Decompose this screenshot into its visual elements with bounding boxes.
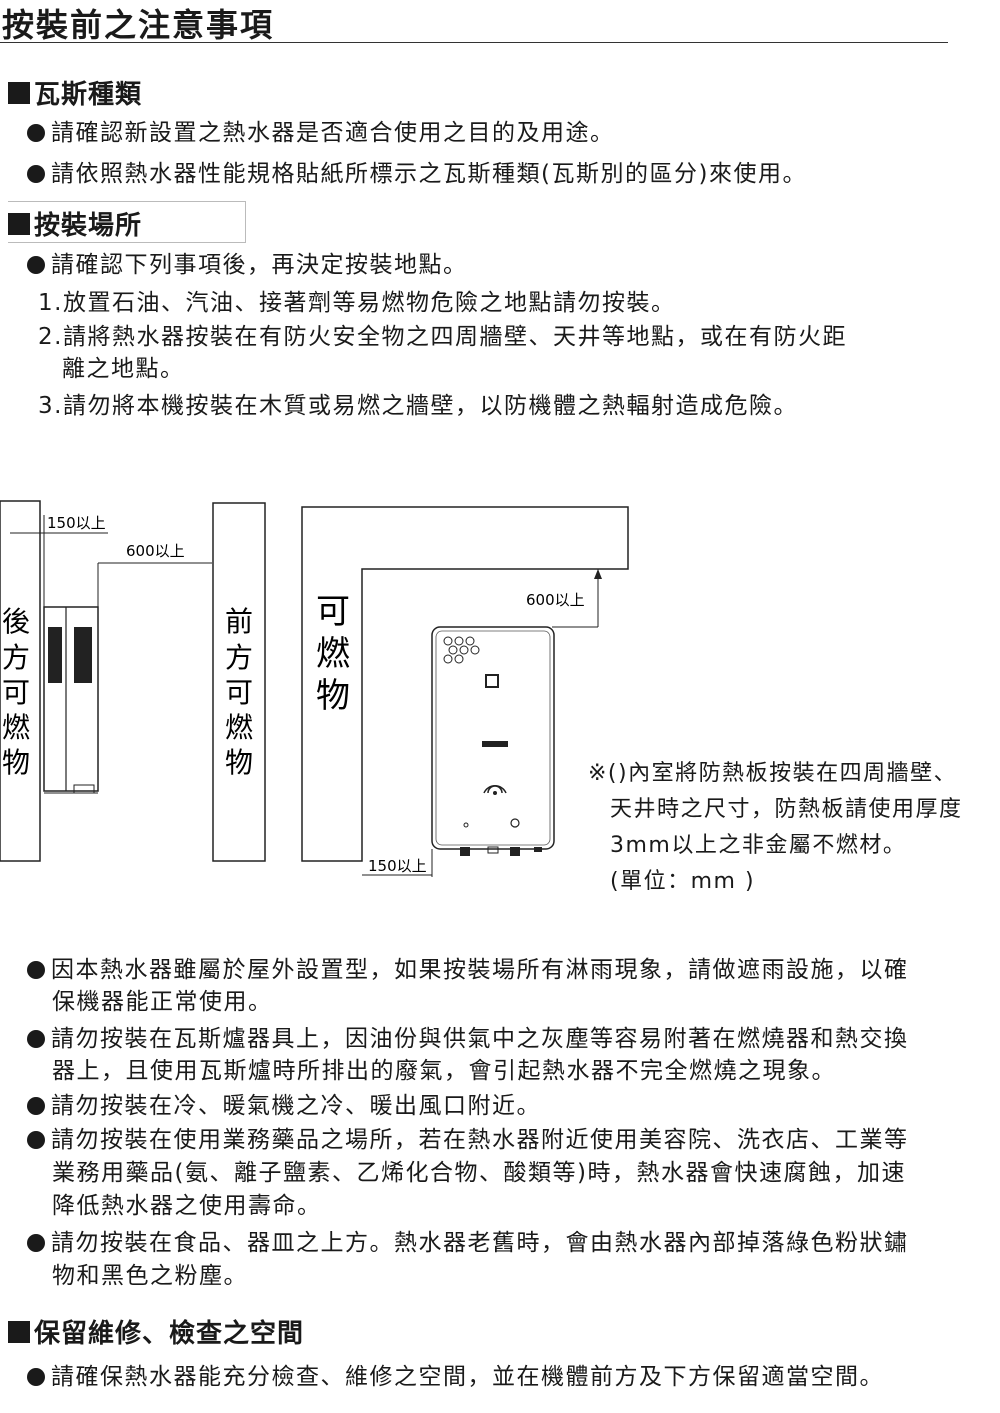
dim-150-bottom-label: 150以上 — [368, 857, 427, 875]
list-item: 請勿按裝在瓦斯爐器具上，因油份與供氣中之灰塵等容易附著在燃燒器和熱交換 — [27, 1022, 909, 1056]
list-item: 請依照熱水器性能規格貼紙所標示之瓦斯種類(瓦斯別的區分)來使用。 — [27, 157, 807, 191]
bullet-dot-icon — [27, 1030, 45, 1048]
section-heading-text: 保留維修、檢查之空間 — [34, 1319, 305, 1349]
list-item: 請確保熱水器能充分檢查、維修之空間，並在機體前方及下方保留適當空間。 — [27, 1360, 884, 1394]
list-item-continuation: 器上，且使用瓦斯爐時所排出的廢氣，會引起熱水器不完全燃燒之現象。 — [52, 1058, 836, 1084]
rear-wall-label-1: 後 — [2, 605, 30, 638]
front-wall-label-4: 燃 — [225, 711, 253, 744]
front-wall-label-3: 可 — [225, 676, 253, 709]
bullet-dot-icon — [27, 256, 45, 274]
heater-front-view — [431, 626, 555, 856]
combustible-label-1: 可 — [316, 592, 350, 632]
diagram-note-line: 天井時之尺寸，防熱板請使用厚度 — [610, 797, 963, 822]
list-item-continuation: 物和黑色之粉塵。 — [52, 1263, 248, 1289]
numbered-item: 3.請勿將本機按裝在木質或易燃之牆壁，以防機體之熱輻射造成危險。 — [38, 393, 798, 419]
section-heading-location: 按裝場所 — [8, 205, 142, 242]
list-item-continuation: 保機器能正常使用。 — [52, 989, 273, 1015]
section-heading-maintenance: 保留維修、檢查之空間 — [8, 1313, 304, 1350]
list-item: 請勿按裝在食品、器皿之上方。熱水器老舊時，會由熱水器內部掉落綠色粉狀鏽 — [27, 1226, 909, 1260]
section-heading-text: 瓦斯種類 — [34, 80, 143, 110]
list-item: 請確認下列事項後，再決定按裝地點。 — [27, 248, 468, 282]
bullet-dot-icon — [27, 1368, 45, 1386]
dimension-150-bottom — [362, 849, 433, 877]
dimension-150-rear — [10, 515, 108, 607]
list-item: 請勿按裝在使用業務藥品之場所，若在熱水器附近使用美容院、洗衣店、工業等 — [27, 1123, 909, 1157]
combustible-label-2: 燃 — [316, 634, 350, 674]
rear-wall-label-5: 物 — [2, 746, 30, 779]
numbered-item-continuation: 離之地點。 — [62, 356, 185, 382]
heater-side-view — [43, 606, 99, 794]
square-bullet-icon — [8, 1320, 30, 1343]
section-heading-text: 按裝場所 — [34, 211, 143, 241]
list-item: 請勿按裝在冷、暖氣機之冷、暖出風口附近。 — [27, 1089, 541, 1123]
square-bullet-icon — [8, 212, 30, 235]
combustible-corner — [301, 506, 629, 862]
list-item-continuation: 降低熱水器之使用壽命。 — [52, 1193, 322, 1219]
bullet-dot-icon — [27, 961, 45, 979]
list-item-continuation: 業務用藥品(氨、離子鹽素、乙烯化合物、酸類等)時，熱水器會快速腐蝕，加速 — [52, 1160, 906, 1186]
bullet-dot-icon — [27, 1234, 45, 1252]
list-item: 因本熱水器雖屬於屋外設置型，如果按裝場所有淋雨現象，請做遮雨設施，以確 — [27, 953, 909, 987]
bullet-dot-icon — [27, 165, 45, 183]
dim-150-top-label: 150以上 — [47, 514, 106, 532]
title-divider — [0, 42, 948, 43]
front-wall-label-1: 前 — [225, 605, 253, 638]
dimension-600-top — [552, 569, 602, 628]
section-heading-frame — [8, 201, 246, 243]
page-title: 按裝前之注意事項 — [2, 6, 275, 44]
rear-wall-label-3: 可 — [2, 676, 30, 709]
section-heading-gas: 瓦斯種類 — [8, 74, 142, 111]
bullet-dot-icon — [27, 124, 45, 142]
rear-wall-label-4: 燃 — [2, 711, 30, 744]
front-wall-label-2: 方 — [225, 641, 253, 674]
bullet-dot-icon — [27, 1097, 45, 1115]
installation-clearance-diagram: 150以上 600以上 後 方 可 燃 物 前 方 可 燃 物 可 燃 物 60… — [0, 500, 629, 877]
rear-wall — [0, 500, 41, 862]
numbered-item: 2.請將熱水器按裝在有防火安全物之四周牆壁、天井等地點，或在有防火距 — [38, 324, 847, 350]
list-item: 請確認新設置之熱水器是否適合使用之目的及用途。 — [27, 116, 615, 150]
dim-600-side-label: 600以上 — [126, 542, 185, 560]
numbered-item: 1.放置石油、汽油、接著劑等易燃物危險之地點請勿按裝。 — [38, 290, 676, 316]
front-wall — [212, 502, 266, 862]
square-bullet-icon — [8, 81, 30, 104]
front-wall-label-5: 物 — [225, 746, 253, 779]
diagram-note-line: (單位：mm ) — [610, 869, 756, 894]
bullet-dot-icon — [27, 1131, 45, 1149]
combustible-label-3: 物 — [316, 676, 350, 716]
rear-wall-label-2: 方 — [2, 641, 30, 674]
dim-600-top-label: 600以上 — [526, 591, 585, 609]
diagram-note-line: 3mm以上之非金屬不燃材。 — [610, 833, 907, 858]
diagram-note-line: ※()內室將防熱板按裝在四周牆壁、 — [588, 761, 958, 786]
dimension-600-front — [97, 562, 212, 607]
